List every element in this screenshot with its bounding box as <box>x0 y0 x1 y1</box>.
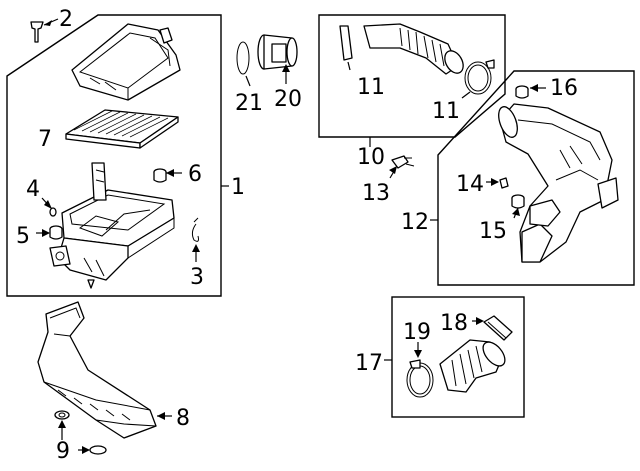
part-13-clip <box>389 155 415 179</box>
group-10-box <box>318 14 506 138</box>
part-11-clamp <box>461 59 495 99</box>
callout-14: 14 <box>456 172 484 197</box>
callout-8: 8 <box>176 406 190 431</box>
callout-12: 12 <box>401 210 429 235</box>
part-9-grommet <box>54 410 107 455</box>
part-17-hose <box>439 339 506 393</box>
callout-1: 1 <box>231 175 245 200</box>
callout-2: 2 <box>59 7 73 32</box>
part-2-clip <box>30 18 59 43</box>
part-16-grommet <box>515 84 546 99</box>
part-19-clamp <box>406 342 434 398</box>
callout-10: 10 <box>357 145 385 170</box>
air-filter-element <box>65 109 179 149</box>
callout-17: 17 <box>355 351 383 376</box>
part-21-seal-ring <box>236 41 251 87</box>
callout-3: 3 <box>190 265 204 290</box>
callout-9: 9 <box>56 439 70 464</box>
part-6-grommet <box>153 168 182 183</box>
part-15-grommet <box>511 194 525 219</box>
group-12-box <box>437 70 635 286</box>
callout-7: 7 <box>38 127 52 152</box>
callout-16: 16 <box>550 76 578 101</box>
callout-15: 15 <box>479 219 507 244</box>
callout-11-hose: 11 <box>357 75 385 100</box>
part-3-clip <box>191 217 200 262</box>
part-8-inlet-duct <box>37 301 172 439</box>
callout-18: 18 <box>440 311 468 336</box>
callout-21: 21 <box>235 91 263 116</box>
part-5-grommet <box>36 225 63 240</box>
callout-6: 6 <box>188 162 202 187</box>
part-4-clip <box>41 197 57 217</box>
callout-20: 20 <box>274 87 302 112</box>
callout-11-clamp: 11 <box>432 99 460 124</box>
part-12-resonator-duct <box>498 103 619 263</box>
part-18-clamp <box>472 315 513 341</box>
callout-4: 4 <box>26 177 40 202</box>
part-14-clip <box>486 177 509 189</box>
air-cleaner-lower-housing <box>49 162 175 289</box>
callout-5: 5 <box>16 224 30 249</box>
air-cleaner-cover <box>71 23 181 101</box>
callout-19: 19 <box>403 320 431 345</box>
part-20-mass-airflow-sensor <box>257 34 298 84</box>
group-17-box <box>391 296 525 418</box>
part-11-hose <box>339 23 464 75</box>
callout-13: 13 <box>362 181 390 206</box>
air-cleaner-assembly-box <box>6 14 222 297</box>
